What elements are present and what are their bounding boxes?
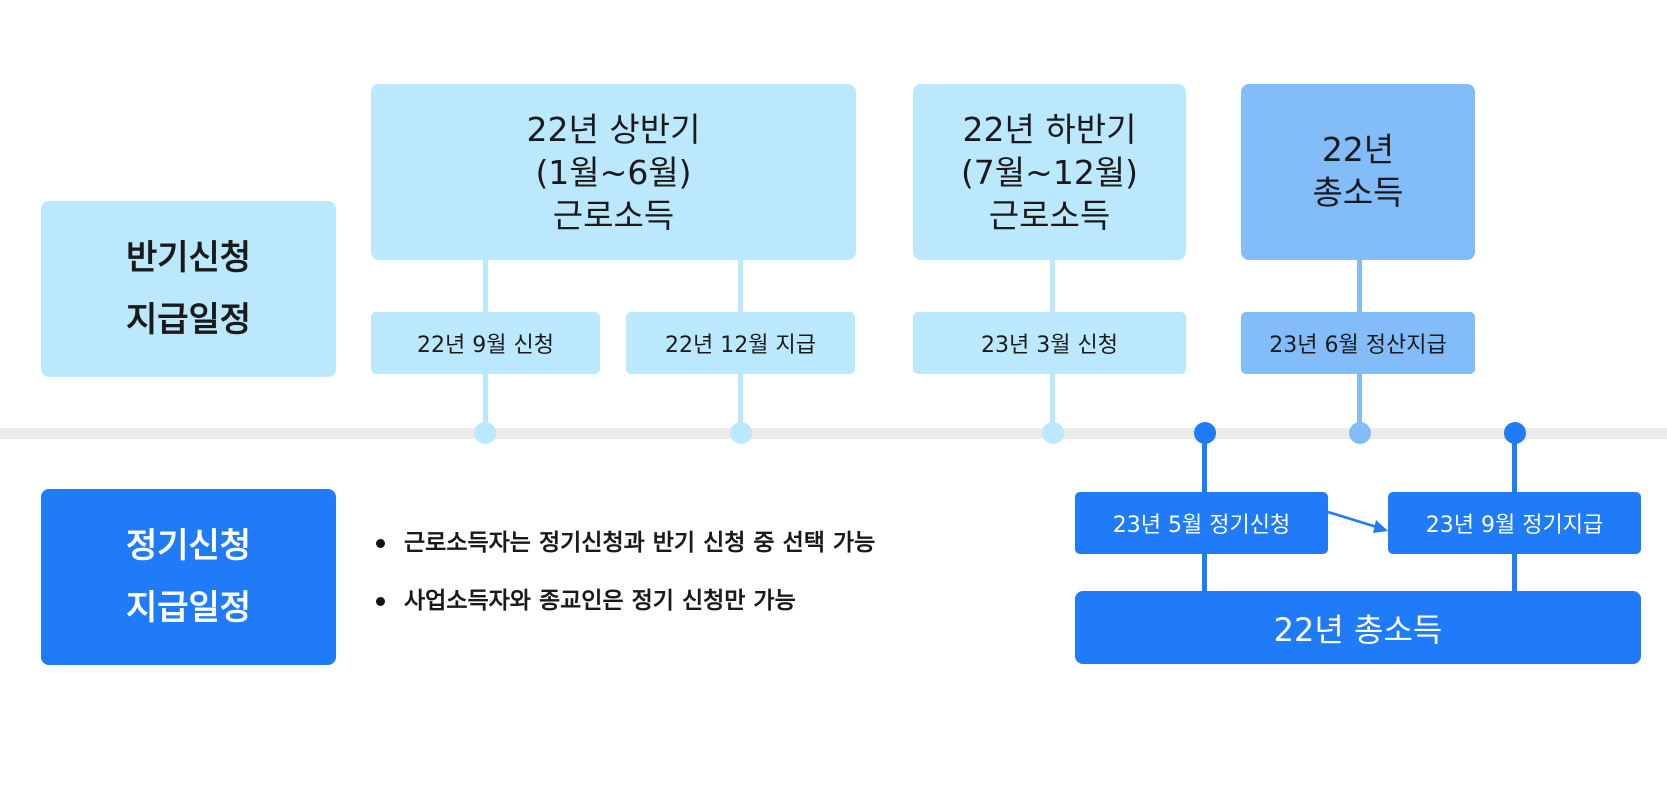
dot-h2-apply (1042, 422, 1064, 444)
note-item: 근로소득자는 정기신청과 반기 신청 중 선택 가능 (372, 528, 875, 586)
regular-label-line1: 정기신청 (125, 526, 252, 566)
period-total-box: 22년 총소득 (1241, 84, 1475, 260)
period-total-line2: 총소득 (1312, 173, 1404, 212)
note-text: 사업소득자와 종교인은 정기 신청만 가능 (404, 588, 796, 614)
note-text: 근로소득자는 정기신청과 반기 신청 중 선택 가능 (404, 530, 876, 556)
event-h1-pay: 22년 12월 지급 (626, 312, 855, 374)
bullet-icon (376, 597, 385, 606)
period-h2-box: 22년 하반기 (7월~12월) 근로소득 (913, 84, 1186, 260)
dot-total-settle (1349, 422, 1371, 444)
half-year-label: 반기신청 지급일정 (41, 201, 336, 377)
period-h1-line3: 근로소득 (552, 195, 675, 235)
dot-regular-apply (1194, 422, 1216, 444)
dot-regular-pay (1504, 422, 1526, 444)
period-h2-line2: (7월~12월) (960, 152, 1139, 192)
event-total-settle: 23년 6월 정산지급 (1241, 312, 1475, 374)
regular-label-line2: 지급일정 (125, 588, 252, 628)
event-h2-apply: 23년 3월 신청 (913, 312, 1186, 374)
event-regular-apply: 23년 5월 정기신청 (1075, 492, 1328, 554)
bullet-icon (376, 539, 385, 548)
note-item: 사업소득자와 종교인은 정기 신청만 가능 (372, 586, 875, 644)
event-h1-apply: 22년 9월 신청 (371, 312, 600, 374)
period-h2-line3: 근로소득 (988, 195, 1111, 235)
period-total-line1: 22년 (1321, 130, 1395, 169)
period-h1-line1: 22년 상반기 (526, 109, 701, 149)
arrow-right-icon (1327, 510, 1388, 533)
half-year-label-line2: 지급일정 (125, 300, 252, 340)
regular-label: 정기신청 지급일정 (41, 489, 336, 665)
event-regular-pay: 23년 9월 정기지급 (1388, 492, 1641, 554)
dot-h1-apply (474, 422, 496, 444)
timeline-axis (0, 428, 1667, 439)
dot-h1-pay (730, 422, 752, 444)
regular-total-box: 22년 총소득 (1075, 591, 1641, 664)
half-year-label-line1: 반기신청 (125, 238, 252, 278)
period-h1-line2: (1월~6월) (535, 152, 692, 192)
regular-notes: 근로소득자는 정기신청과 반기 신청 중 선택 가능 사업소득자와 종교인은 정… (372, 528, 875, 644)
period-h2-line1: 22년 하반기 (962, 109, 1137, 149)
period-h1-box: 22년 상반기 (1월~6월) 근로소득 (371, 84, 856, 260)
